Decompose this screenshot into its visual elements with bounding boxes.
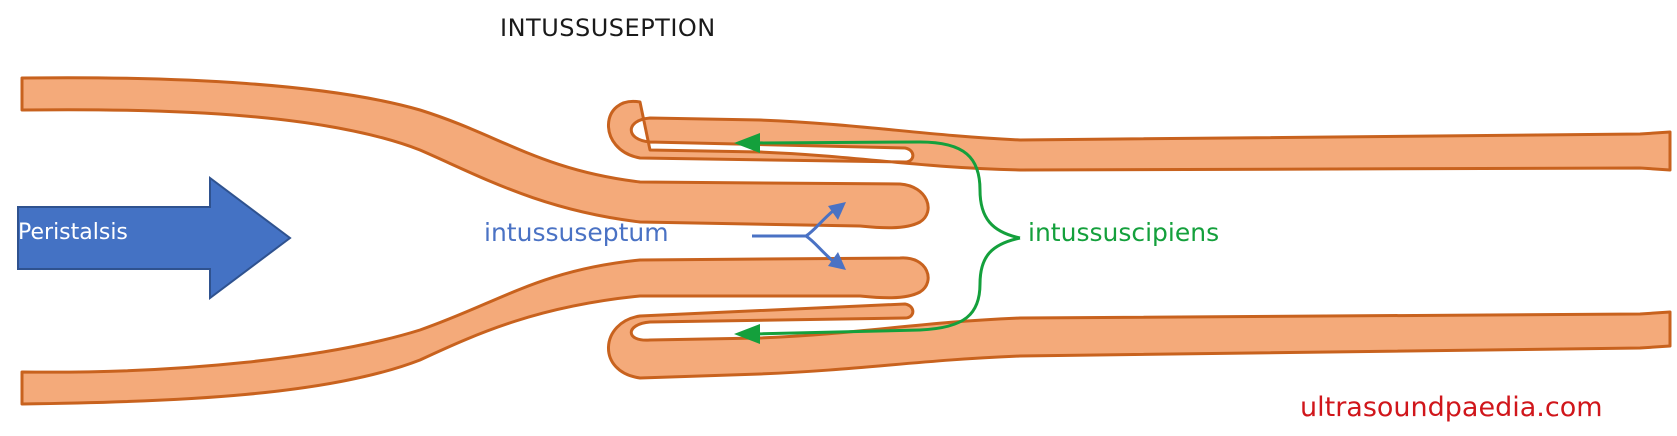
intussuscipiens-arrowhead-lower [734, 324, 760, 344]
lower-proximal-bowel-wall [20, 256, 930, 406]
intussuscipiens-arrowhead-upper [734, 133, 760, 153]
diagram-title: INTUSSUSEPTION [500, 14, 716, 42]
intussusceptum-arrowhead-up [828, 202, 846, 220]
intussuscipiens-brace [751, 140, 1021, 336]
lower-outer-fold [607, 302, 1672, 380]
watermark-url: ultrasoundpaedia.com [1300, 392, 1603, 423]
intussuscipiens-label: intussuscipiens [1028, 218, 1220, 247]
upper-outer-fold [607, 99, 1672, 172]
peristalsis-arrow [17, 176, 292, 300]
intussusceptum-arrowhead-down [828, 252, 846, 270]
intussusceptum-label: intussuseptum [484, 218, 669, 247]
intussusceptum-pointer [752, 208, 835, 264]
upper-proximal-bowel-wall [20, 76, 930, 230]
peristalsis-label: Peristalsis [18, 220, 128, 245]
